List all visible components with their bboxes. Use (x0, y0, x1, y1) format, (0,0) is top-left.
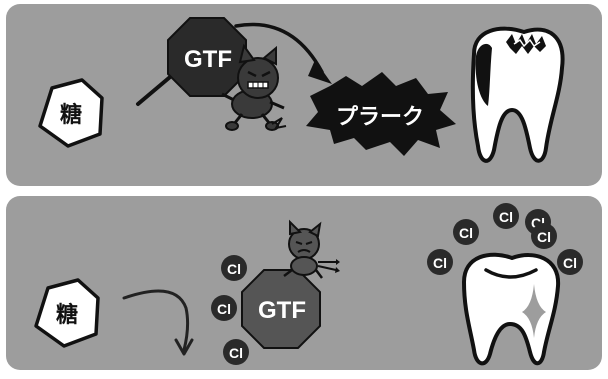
sugar-hexagon-icon: 糖 (34, 278, 100, 348)
chloride-ion-label: Cl (499, 209, 513, 225)
chloride-ion-label: Cl (563, 255, 577, 271)
panel-top: 糖 GTF (6, 4, 602, 186)
chloride-ion-icon: Cl (427, 249, 453, 275)
decayed-tooth-icon (470, 26, 565, 163)
bacteria-character-icon (283, 219, 340, 279)
chloride-ion-label: Cl (537, 229, 551, 245)
arrow-down (122, 289, 194, 356)
plaque-splash-icon: プラーク (306, 72, 456, 156)
chloride-ion-label: Cl (433, 255, 447, 271)
healthy-tooth-icon (462, 252, 561, 366)
arrow-to-plaque (234, 22, 332, 84)
chloride-ion-icon: Cl (223, 339, 249, 365)
bacteria-character-icon (221, 43, 287, 131)
sugar-label: 糖 (56, 302, 78, 327)
chloride-ion-label: Cl (459, 225, 473, 241)
gtf-label: GTF (184, 46, 232, 73)
chloride-ion-icon: Cl (557, 249, 583, 275)
panel-bottom: 糖 GTF (6, 196, 602, 370)
reaction-line (136, 70, 178, 106)
chloride-ion-icon: Cl (531, 223, 557, 249)
chloride-ion-icon: Cl (211, 295, 237, 321)
sugar-hexagon-icon: 糖 (38, 78, 104, 148)
chloride-ion-label: Cl (217, 301, 231, 317)
plaque-label: プラーク (336, 104, 424, 129)
chloride-ion-icon: Cl (493, 203, 519, 229)
panel-top-background (6, 4, 602, 186)
sparkle-icon (522, 284, 546, 338)
chloride-ion-icon: Cl (221, 255, 247, 281)
gtf-octagon-icon: GTF (241, 269, 321, 349)
gtf-label: GTF (258, 297, 306, 324)
chloride-ion-label: Cl (229, 345, 243, 361)
chloride-ion-label: Cl (227, 261, 241, 277)
gtf-octagon-icon: GTF (167, 17, 247, 97)
chloride-ion-icon: Cl (453, 219, 479, 245)
sugar-label: 糖 (60, 102, 82, 127)
